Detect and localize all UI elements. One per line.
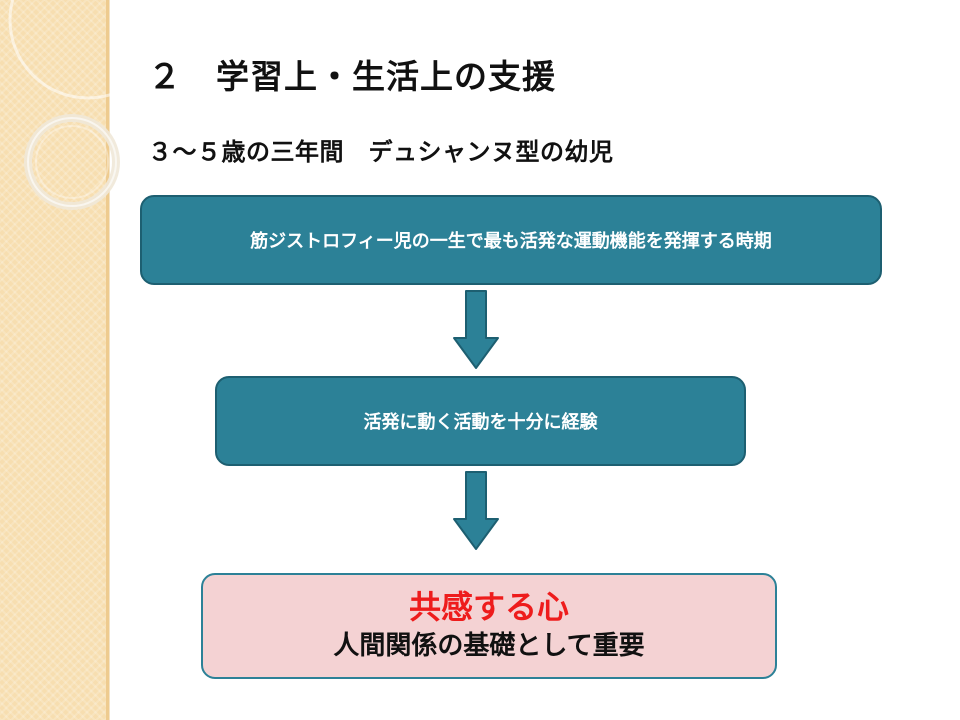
down-arrow-icon [453,290,499,369]
decorative-circles [8,0,160,210]
flow-step-2-text: 活発に動く活動を十分に経験 [363,412,598,433]
down-arrow-icon [453,471,499,550]
result-heading: 共感する心 [408,588,569,626]
slide-subtitle: ３～５歳の三年間 デュシャンヌ型の幼児 [148,138,614,166]
result-box: 共感する心 人間関係の基礎として重要 [201,573,777,679]
slide-title: ２ 学習上・生活上の支援 [148,57,556,96]
flow-step-2-box: 活発に動く活動を十分に経験 [215,376,746,466]
side-band-edge-highlight [109,0,110,720]
result-text: 人間関係の基礎として重要 [333,631,645,661]
side-band-edge [106,0,109,720]
flow-step-1-box: 筋ジストロフィー児の一生で最も活発な運動機能を発揮する時期 [140,195,882,285]
flow-step-1-text: 筋ジストロフィー児の一生で最も活発な運動機能を発揮する時期 [250,231,772,252]
